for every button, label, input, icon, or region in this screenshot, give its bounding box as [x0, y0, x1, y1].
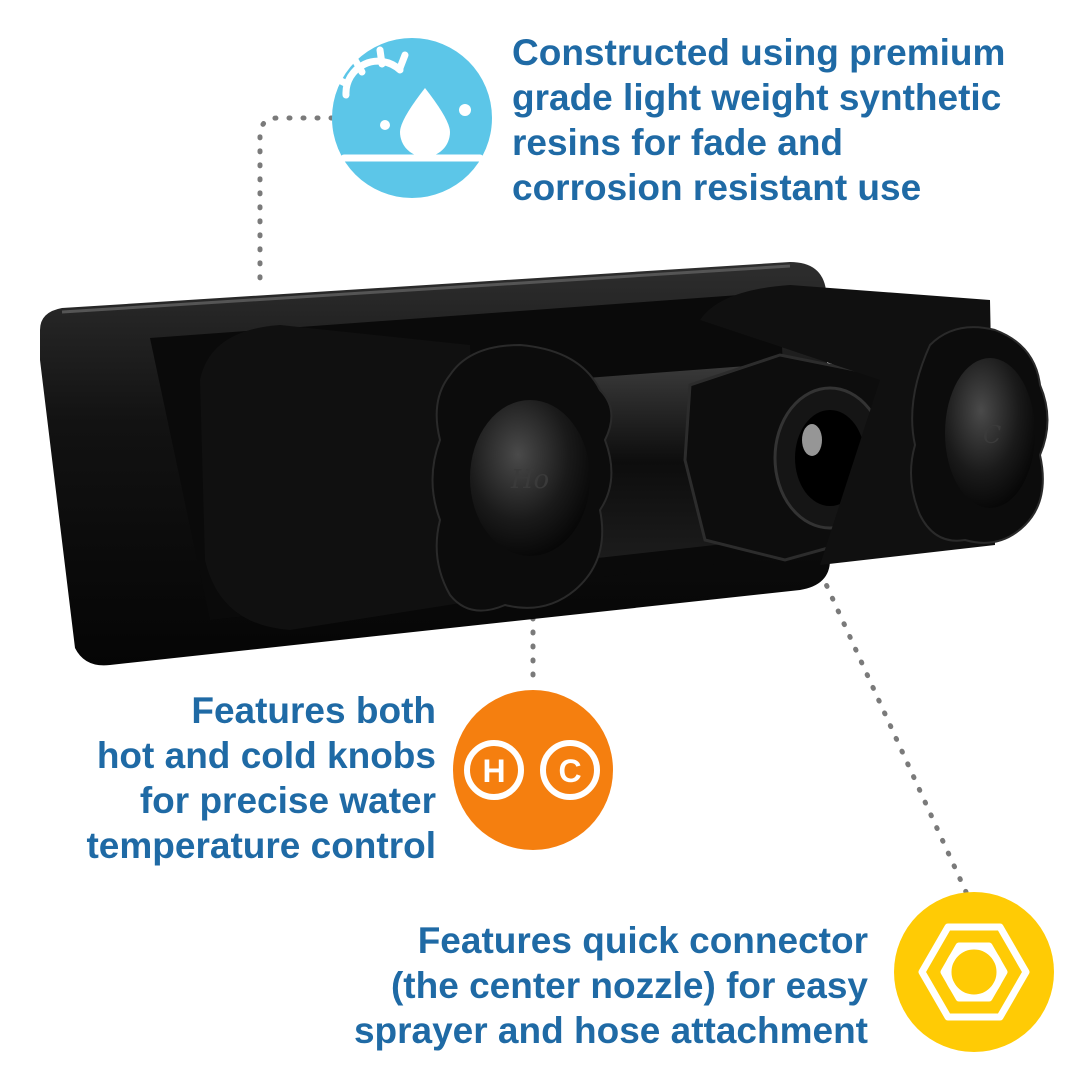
- svg-text:C: C: [983, 421, 1001, 449]
- knobs-line: for precise water: [139, 780, 436, 821]
- material-line: grade light weight synthetic: [512, 77, 1002, 118]
- material-line: corrosion resistant use: [512, 167, 922, 208]
- knobs-line: hot and cold knobs: [96, 735, 436, 776]
- cold-knob: C: [700, 285, 1049, 565]
- knobs-line: temperature control: [86, 825, 436, 866]
- sun-water-drop-icon: [331, 38, 492, 198]
- connector-line: sprayer and hose attachment: [353, 1010, 868, 1051]
- material-callout: Constructed using premium grade light we…: [512, 30, 1005, 210]
- hot-letter: H: [482, 753, 505, 789]
- material-line: resins for fade and: [512, 122, 844, 163]
- connector-callout: Features quick connector (the center noz…: [354, 918, 868, 1053]
- hot-cold-icon: H C: [453, 690, 613, 850]
- hot-knob: Ho: [200, 325, 613, 630]
- knobs-line: Features both: [191, 690, 436, 731]
- leader-lines: [257, 115, 969, 895]
- knobs-callout: Features both hot and cold knobs for pre…: [86, 688, 436, 868]
- leader-connector: [812, 557, 969, 895]
- connector-line: Features quick connector: [417, 920, 868, 961]
- svg-text:Ho: Ho: [510, 465, 549, 495]
- material-line: Constructed using premium: [512, 32, 1006, 73]
- leader-material: [257, 115, 335, 283]
- connector-line: (the center nozzle) for easy: [390, 965, 868, 1006]
- hex-nut-icon: [894, 892, 1054, 1052]
- cold-letter: C: [558, 753, 581, 789]
